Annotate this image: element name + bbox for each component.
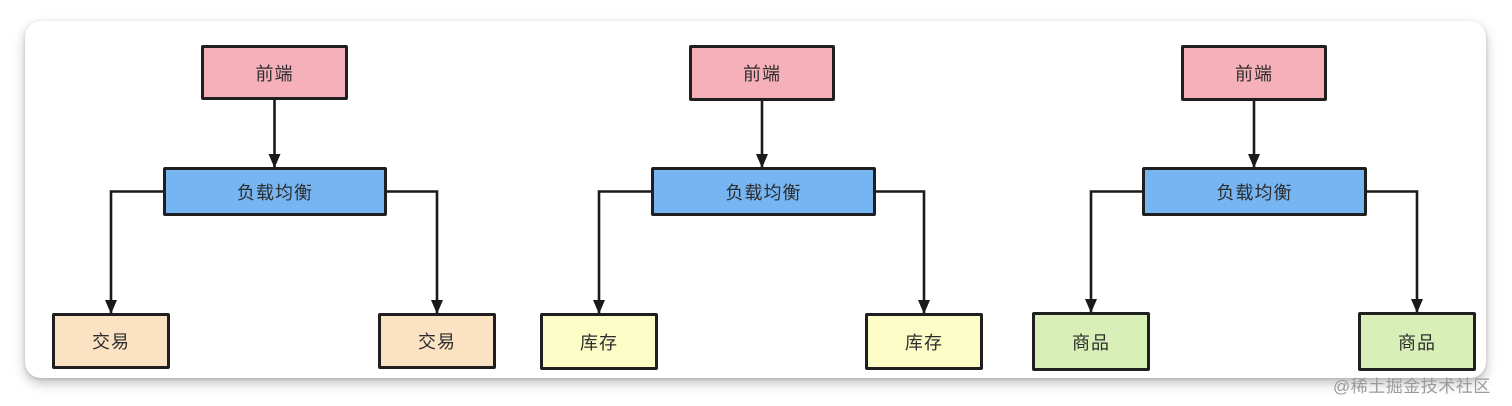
tree3-product-node-right: 商品 (1358, 312, 1476, 371)
tree2-frontend-node: 前端 (689, 45, 835, 101)
tree1-frontend-node: 前端 (201, 45, 348, 100)
tree2-balancer-label: 负载均衡 (725, 182, 802, 203)
tree3-balancer-label: 负载均衡 (1216, 182, 1293, 203)
tree1-trade-node-right: 交易 (378, 313, 496, 369)
tree2-frontend-label: 前端 (743, 64, 781, 84)
tree2-balancer-node: 负载均衡 (651, 167, 876, 216)
tree1-trade-left-label: 交易 (92, 332, 130, 352)
juejin-watermark: @稀土掘金技术社区 (1333, 377, 1491, 396)
tree3-frontend-node: 前端 (1181, 45, 1327, 101)
tree2-inventory-node-left: 库存 (540, 313, 658, 370)
tree1-frontend-label: 前端 (255, 63, 294, 84)
tree3-product-left-label: 商品 (1072, 332, 1110, 353)
tree3-frontend-label: 前端 (1235, 64, 1273, 84)
tree2-inventory-node-right: 库存 (865, 313, 983, 370)
tree3-product-node-left: 商品 (1032, 312, 1150, 371)
tree1-trade-right-label: 交易 (418, 332, 456, 352)
tree3-balancer-node: 负载均衡 (1142, 167, 1367, 216)
tree2-inventory-right-label: 库存 (905, 332, 943, 353)
tree2-inventory-left-label: 库存 (580, 332, 618, 353)
tree1-balancer-node: 负载均衡 (163, 167, 387, 216)
tree1-trade-node-left: 交易 (52, 313, 170, 369)
tree1-balancer-label: 负载均衡 (237, 182, 313, 203)
tree3-product-right-label: 商品 (1398, 332, 1436, 353)
